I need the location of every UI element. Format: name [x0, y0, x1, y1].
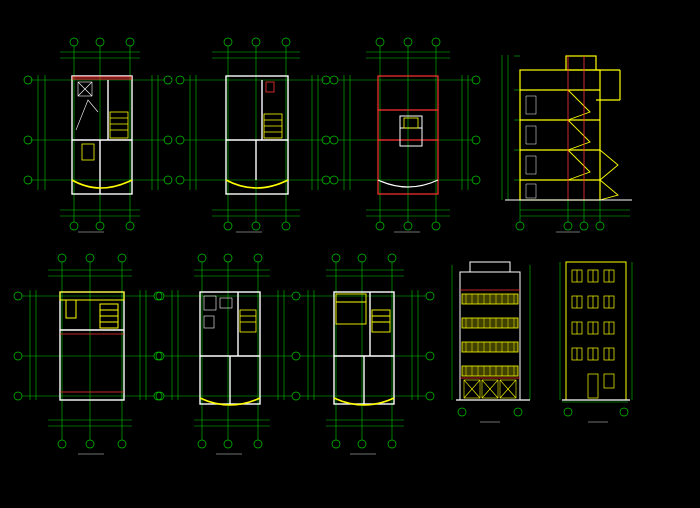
ground-floor-grilles	[463, 379, 517, 399]
axis-marker	[72, 76, 132, 80]
section-stairs	[567, 89, 619, 201]
balcony-balusters	[465, 294, 515, 376]
building-section[interactable]	[501, 55, 632, 233]
dimension-lines	[559, 262, 633, 403]
stair-and-frame	[59, 291, 125, 329]
axis-bubbles	[515, 221, 605, 231]
floor-plan-1[interactable]	[23, 37, 173, 233]
axis-bubbles	[329, 37, 481, 231]
floor-plan-6[interactable]	[300, 253, 435, 455]
axis-bubbles	[23, 37, 173, 231]
section-walls	[519, 55, 621, 201]
dimension-lines	[501, 55, 630, 222]
section-openings	[525, 95, 537, 199]
axis-bubbles	[331, 253, 435, 449]
stair-and-frame	[333, 293, 395, 406]
elevation-windows	[571, 269, 615, 399]
section-axis	[567, 56, 585, 200]
axis-bubbles	[175, 37, 331, 231]
walls	[225, 75, 289, 195]
axis-bubbles	[13, 253, 163, 449]
roof-outline	[377, 75, 439, 195]
axis-bubbles	[457, 407, 523, 417]
red-fixture	[265, 81, 275, 93]
floor-plan-5[interactable]	[155, 253, 301, 455]
floor-plan-4[interactable]	[13, 253, 163, 455]
stair	[71, 111, 133, 189]
stair	[199, 309, 261, 406]
dimension-lines	[338, 46, 474, 222]
floor-plan-3[interactable]	[329, 37, 481, 233]
floor-plan-2[interactable]	[175, 37, 331, 233]
rear-elevation[interactable]	[559, 261, 633, 423]
elevation-trim	[460, 289, 520, 379]
walls	[199, 291, 261, 405]
fixtures	[75, 81, 99, 131]
stair	[377, 117, 439, 188]
fixtures	[203, 295, 233, 329]
front-elevation[interactable]	[451, 261, 531, 423]
axis-bubbles	[563, 407, 629, 417]
stair	[225, 113, 289, 189]
walls	[333, 291, 395, 405]
